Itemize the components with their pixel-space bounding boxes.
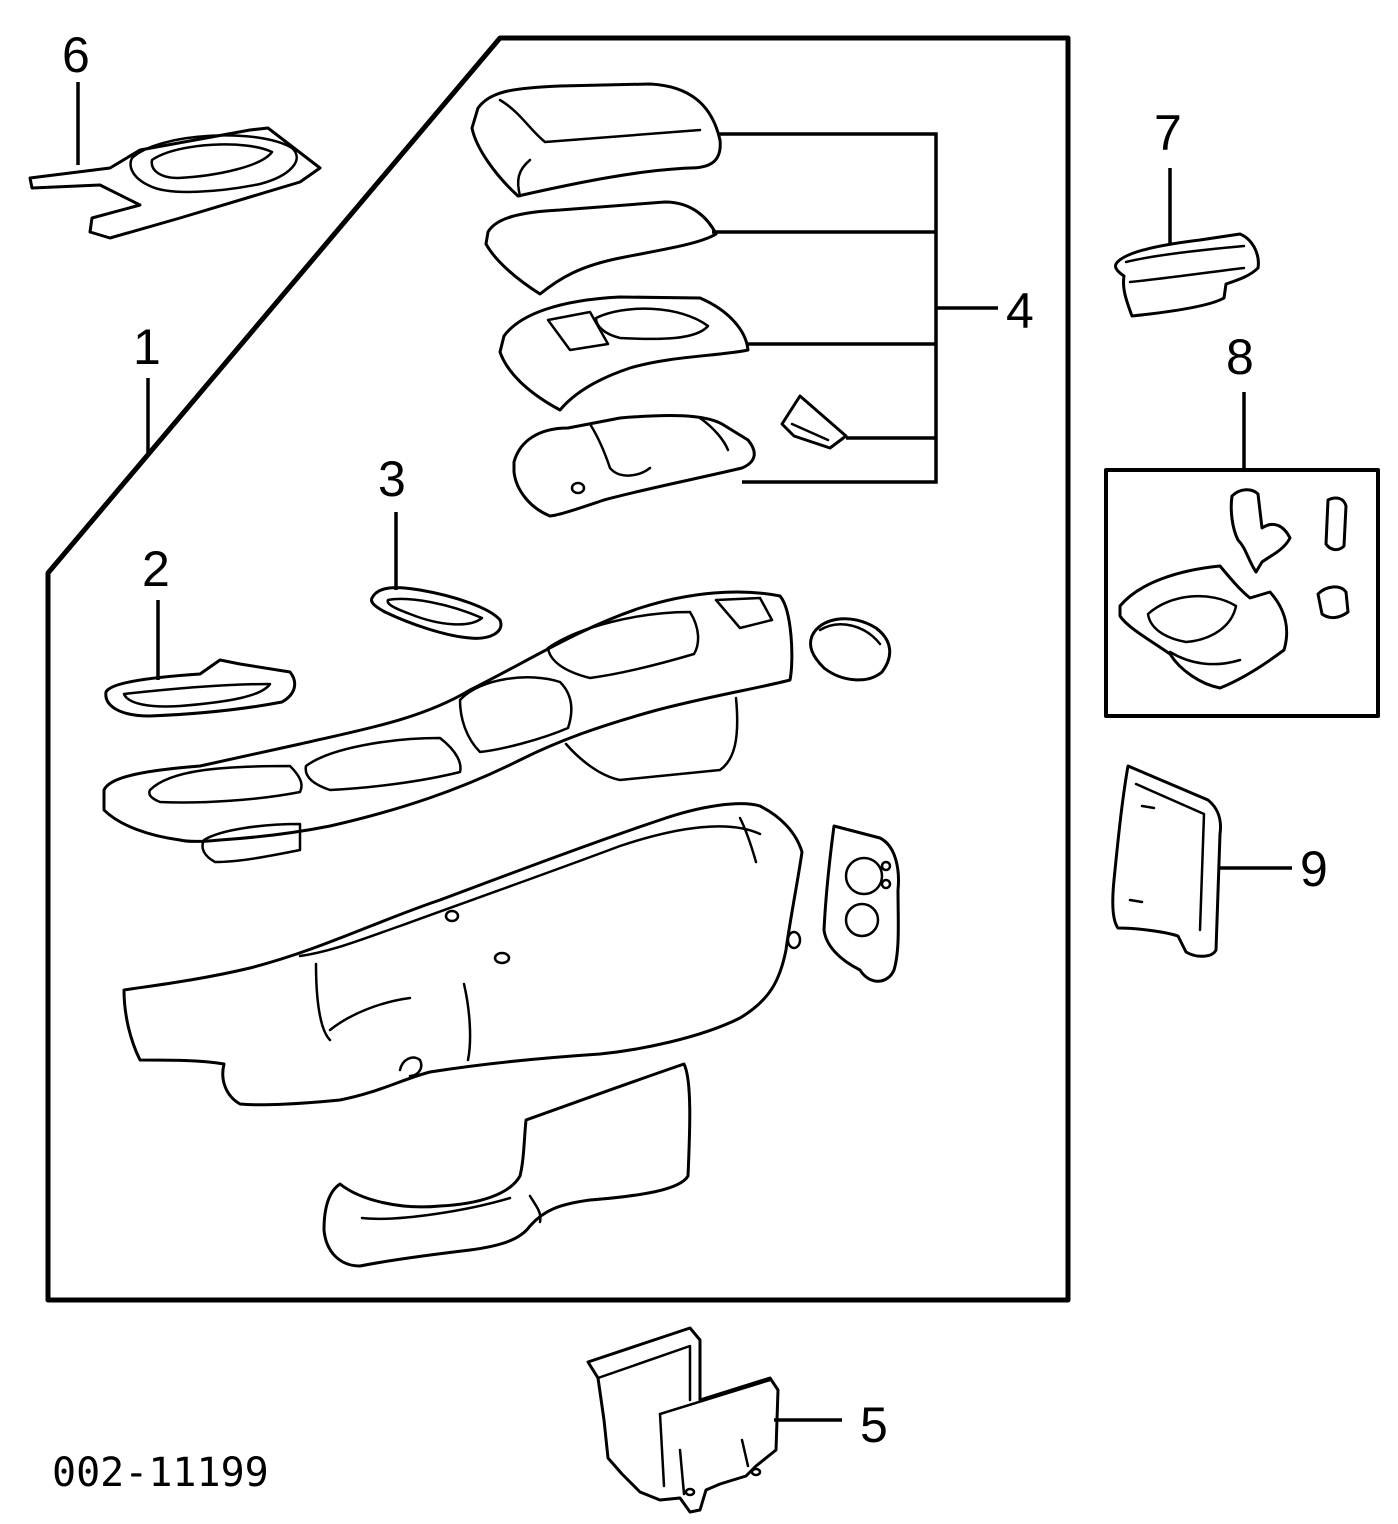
part-6-shift-bezel — [28, 82, 322, 240]
reference-number: 002-11199 — [52, 1450, 269, 1496]
callout-8: 8 — [1226, 329, 1254, 385]
console-lower-trim — [322, 1062, 692, 1268]
assembly-frame — [45, 35, 1071, 1303]
part-7-tray — [1114, 168, 1260, 318]
callout-1: 1 — [133, 319, 161, 375]
console-top-panel — [102, 590, 794, 864]
callout-6: 6 — [62, 27, 90, 83]
console-side-plate — [822, 824, 900, 983]
part-3-trim-plate — [370, 512, 503, 640]
part-8-cupholder-kit — [1104, 392, 1380, 718]
callout-5: 5 — [860, 1397, 888, 1453]
callout-7: 7 — [1154, 105, 1182, 161]
part-4-armrest-assembly — [470, 82, 998, 518]
part-2-pocket-trim — [104, 600, 297, 718]
console-base — [122, 802, 804, 1107]
callout-3: 3 — [378, 451, 406, 507]
part-5-lower-bracket — [586, 1326, 842, 1514]
console-grommet — [809, 617, 892, 682]
callout-9: 9 — [1300, 841, 1328, 897]
callout-4: 4 — [1006, 283, 1034, 339]
part-9-side-bracket — [1111, 764, 1292, 958]
callout-2: 2 — [142, 541, 170, 597]
